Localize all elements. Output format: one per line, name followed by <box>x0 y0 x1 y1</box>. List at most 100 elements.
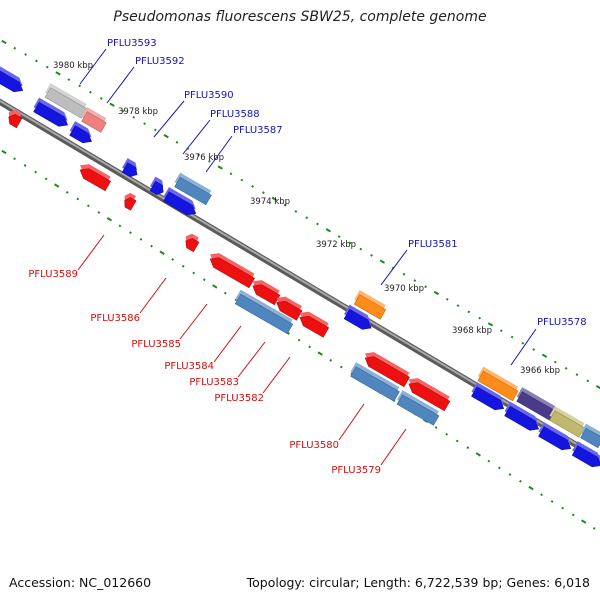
scale-label: 3978 kbp <box>118 107 158 117</box>
scale-tick <box>23 164 27 167</box>
scale-tick <box>564 366 568 370</box>
gene-body <box>396 394 440 426</box>
gene-body <box>69 125 92 144</box>
gene-label-reverse: PFLU3584 <box>164 361 214 372</box>
gene-label-forward: PFLU3590 <box>184 90 234 101</box>
scale-tick <box>348 241 352 245</box>
gene-body <box>364 356 410 388</box>
gene-body <box>408 382 451 412</box>
scale-tick <box>150 244 153 248</box>
label-leader-line <box>510 328 537 366</box>
gene-block <box>538 422 572 451</box>
scale-tick <box>99 97 103 100</box>
scale-label: 3966 kbp <box>520 366 560 376</box>
scale-tick <box>121 109 125 113</box>
gene-block <box>44 83 88 119</box>
scale-tick <box>359 247 363 251</box>
scale-tick <box>78 84 82 88</box>
scale-tick <box>466 446 470 450</box>
scale-tick <box>223 291 227 295</box>
label-leader-line <box>380 428 407 466</box>
scale-tick <box>455 439 459 443</box>
gene-label-forward: PFLU3587 <box>233 125 283 136</box>
scale-label: 3968 kbp <box>452 326 492 336</box>
gene-label-reverse: PFLU3582 <box>214 393 264 404</box>
scale-tick <box>229 172 233 176</box>
gene-block <box>549 406 585 438</box>
scale-tick <box>287 332 290 335</box>
scale-tick <box>571 513 575 517</box>
gene-body <box>121 162 138 178</box>
gene-body <box>174 176 212 206</box>
scale-tick <box>271 196 277 202</box>
scale-tick <box>297 338 301 342</box>
scale-tick <box>592 526 596 530</box>
scale-tick <box>402 272 406 276</box>
scale-tick <box>45 65 49 69</box>
scale-tick <box>97 211 101 214</box>
scale-label: 3976 kbp <box>184 153 224 163</box>
gene-label-forward: PFLU3592 <box>135 56 185 67</box>
scale-tick <box>519 479 522 483</box>
scale-tick <box>212 284 218 289</box>
gene-label-forward: PFLU3588 <box>210 109 260 120</box>
scale-tick <box>561 506 564 510</box>
scale-tick <box>24 53 27 56</box>
scale-tick <box>528 485 534 491</box>
scale-tick <box>153 128 157 132</box>
gene-block <box>471 382 505 411</box>
label-leader-line <box>182 119 211 155</box>
gene-body <box>580 427 600 449</box>
scale-tick <box>251 184 255 188</box>
scale-tick <box>424 285 427 289</box>
scale-tick <box>434 426 438 429</box>
accession-text: Accession: NC_012660 <box>9 575 152 590</box>
scale-tick <box>413 279 417 282</box>
gene-label-reverse: PFLU3589 <box>28 269 78 280</box>
scale-tick <box>510 335 514 339</box>
scale-tick <box>234 298 238 302</box>
scale-tick <box>34 170 38 174</box>
gene-block <box>79 164 112 192</box>
label-leader-line <box>179 303 208 340</box>
scale-tick <box>478 316 482 320</box>
scale-tick <box>175 141 179 144</box>
label-leader-line <box>205 135 233 173</box>
gene-block <box>209 253 255 289</box>
gene-body <box>471 386 505 411</box>
scale-tick <box>337 235 341 238</box>
scale-tick <box>532 348 536 351</box>
scale-tick <box>317 351 323 356</box>
scale-tick <box>143 122 146 125</box>
gene-block <box>185 233 200 253</box>
scale-tick <box>305 216 309 220</box>
scale-tick <box>521 341 525 345</box>
lower-scale-track <box>1 149 596 530</box>
label-leader-line <box>213 325 242 363</box>
scale-tick <box>181 264 185 268</box>
gene-label-reverse: PFLU3586 <box>90 313 140 324</box>
gene-body <box>299 315 330 338</box>
scale-tick <box>132 115 136 119</box>
scale-tick <box>86 204 90 208</box>
gene-label-reverse: PFLU3585 <box>131 339 181 350</box>
gene-body <box>81 111 107 133</box>
genome-summary-text: Topology: circular; Length: 6,722,539 bp… <box>246 575 590 590</box>
gene-body <box>353 294 387 320</box>
scale-tick <box>197 153 200 157</box>
gene-body <box>234 293 294 335</box>
gene-body <box>571 445 600 468</box>
scale-tick <box>325 228 331 233</box>
gene-block <box>571 441 600 468</box>
scale-tick <box>339 365 343 369</box>
scale-tick <box>308 345 312 349</box>
label-leader-line <box>338 403 365 441</box>
scale-tick <box>575 373 579 376</box>
scale-tick <box>433 290 440 296</box>
gene-label-forward: PFLU3581 <box>408 239 458 250</box>
label-leader-line <box>380 249 408 286</box>
label-leader-line <box>237 341 266 378</box>
map-title: Pseudomonas fluorescens SBW25, complete … <box>113 9 487 25</box>
gene-block <box>121 158 138 178</box>
